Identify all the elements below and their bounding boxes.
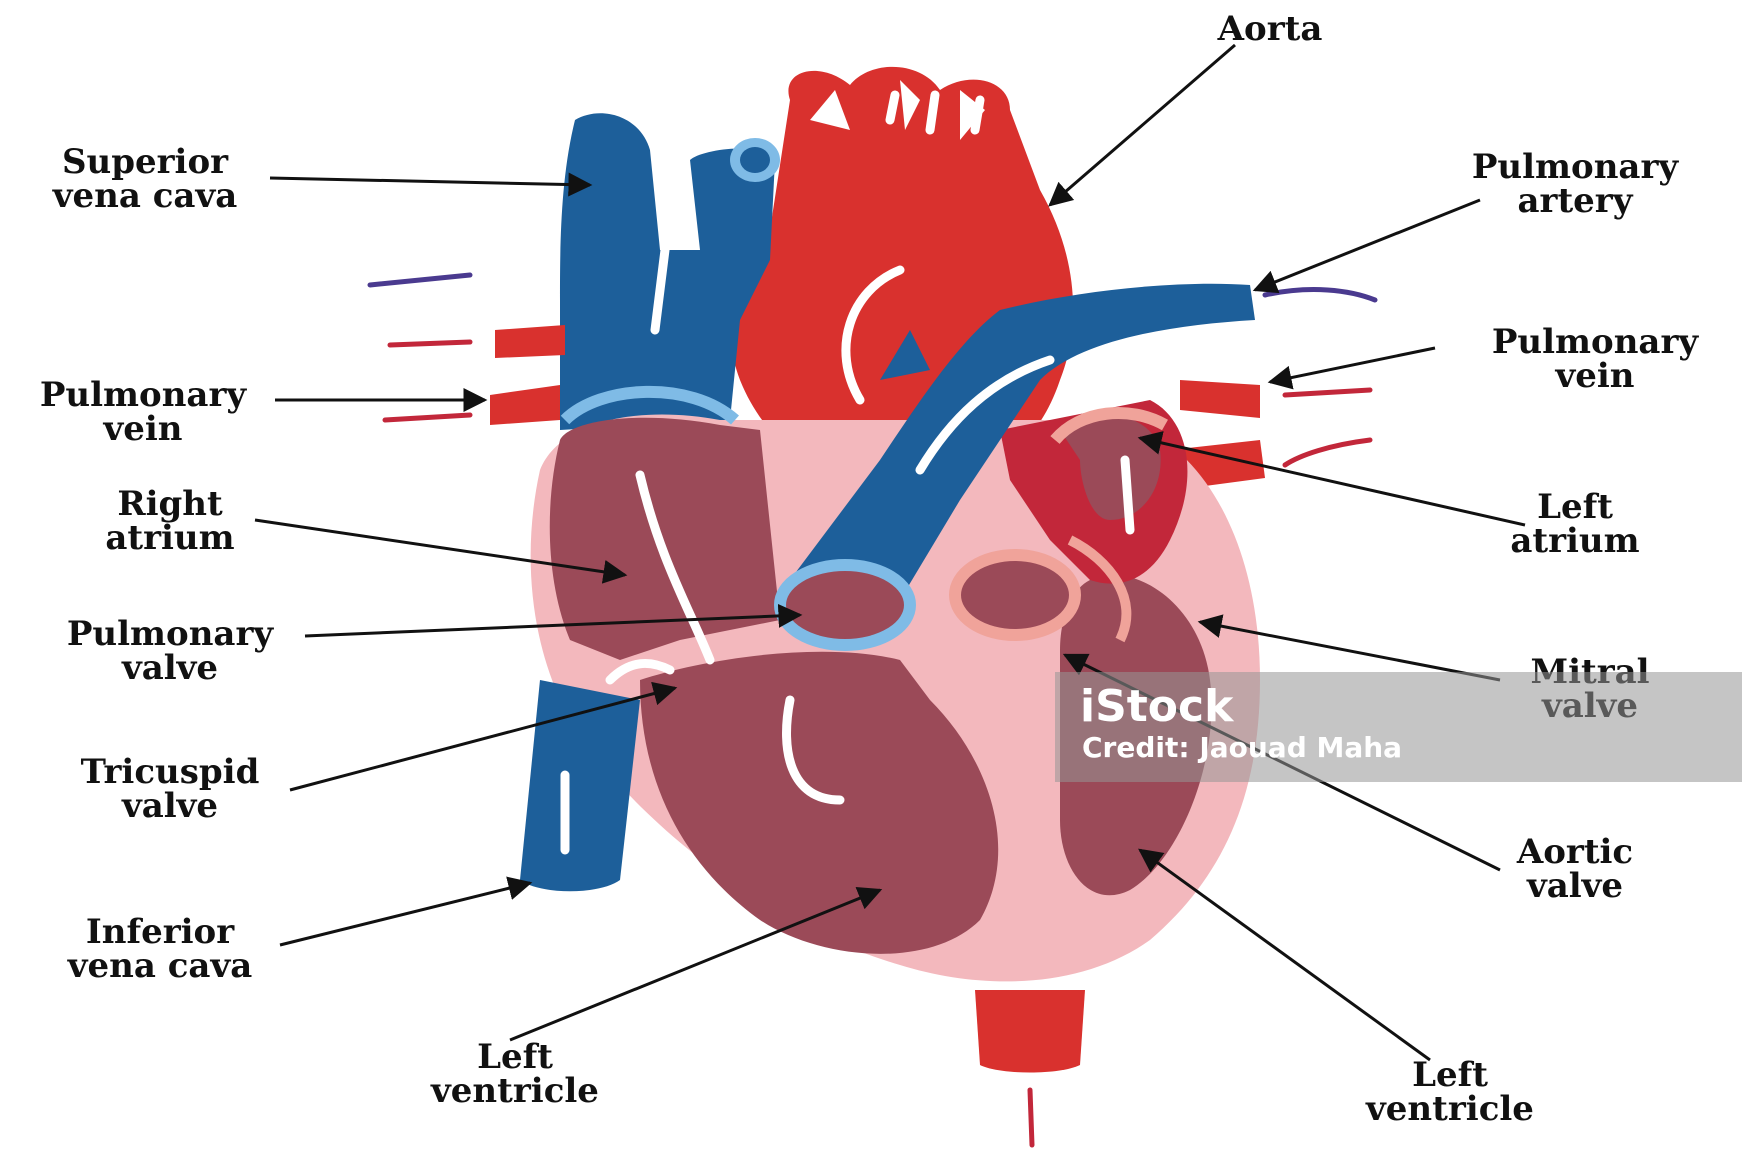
watermark-logo: iStock (1080, 681, 1233, 732)
descending-aorta-shape (975, 990, 1085, 1073)
watermark-credit: Credit: Jaouad Maha (1082, 731, 1402, 764)
label-aorta: Aorta (1190, 12, 1350, 46)
